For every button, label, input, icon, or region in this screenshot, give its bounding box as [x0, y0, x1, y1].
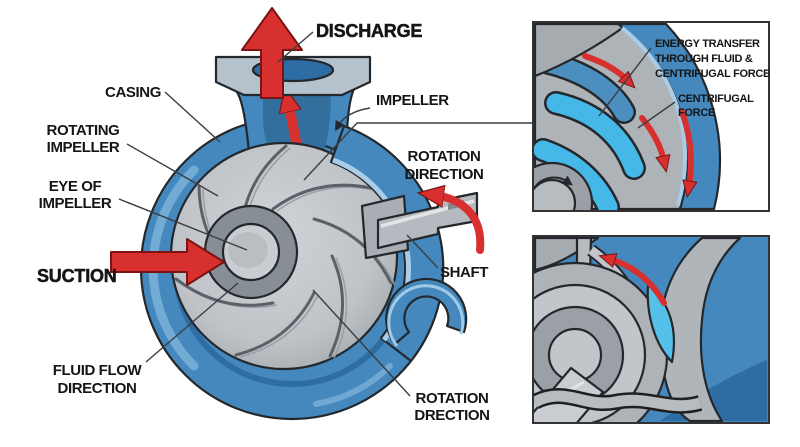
shaft-leader	[406, 234, 439, 269]
inset-flow-arrow-1	[582, 53, 627, 80]
impeller-leader-arrow	[335, 107, 371, 132]
inset-bottom-panel	[532, 235, 770, 424]
inset-flow-arrow-3	[679, 109, 691, 186]
inset2-volute-band	[534, 390, 702, 412]
energy-transfer-label-2: THROUGH FLUID &	[655, 53, 753, 65]
casing-leader	[164, 91, 221, 143]
energy-transfer-label-3: CENTRIFUGAL FORCE	[655, 68, 770, 80]
inset2-rotation-arrow	[610, 259, 667, 306]
volute-channel-cut	[385, 277, 468, 346]
centrifugal-force-label-2: FORCE	[678, 107, 715, 119]
rotation-direction-label-2: DIRECTION	[405, 166, 484, 183]
impeller-label: IMPELLER	[376, 92, 449, 109]
casing-cutaway	[329, 124, 468, 363]
rotating-impeller-label-1: ROTATING	[47, 122, 120, 139]
impeller-assembly	[169, 141, 399, 371]
main-labels: DISCHARGE CASING ROTATING IMPELLER EYE O…	[37, 21, 490, 424]
casing-label: CASING	[105, 84, 161, 101]
rotating-impeller-label-2: IMPELLER	[47, 139, 120, 156]
eye-leader	[118, 198, 248, 251]
leader-lines	[118, 31, 532, 397]
inset-fluid-channel-3	[534, 140, 618, 210]
shaft	[360, 191, 479, 260]
inset-top-panel: ENERGY TRANSFER THROUGH FLUID & CENTRIFU…	[532, 21, 770, 212]
centrifugal-force-label-1: CENTRIFUGAL	[678, 93, 754, 105]
rotation-drection-label-2: DRECTION	[414, 407, 489, 424]
energy-transfer-leader	[598, 47, 652, 117]
rotation-drection-leader	[312, 289, 411, 397]
discharge-flow-arrow	[241, 7, 303, 99]
energy-transfer-label-1: ENERGY TRANSFER	[655, 38, 760, 50]
inset-flow-arrow-2	[639, 115, 664, 161]
discharge-leader	[277, 31, 314, 63]
eye-of-impeller-label-1: EYE OF	[49, 178, 102, 195]
inset-hub-rotation-arrow	[534, 175, 573, 191]
rotating-impeller-leader	[126, 143, 219, 197]
inset-fluid-channel-2	[546, 93, 644, 178]
suction-label: SUCTION	[37, 266, 117, 286]
shaft-label: SHAFT	[440, 264, 488, 281]
rotation-direction-label-1: ROTATION	[408, 148, 481, 165]
suction-flow-arrow	[110, 238, 225, 286]
discharge-label: DISCHARGE	[316, 21, 422, 41]
fluid-flow-leader	[145, 282, 239, 363]
centrifugal-force-leader	[637, 101, 676, 129]
fluid-flow-label-2: DIRECTION	[58, 380, 137, 397]
rotation-drection-label-1: ROTATION	[416, 390, 489, 407]
eye-of-impeller-label-2: IMPELLER	[39, 195, 112, 212]
shaft-rotation-arrow	[434, 195, 485, 254]
inset-callout-line	[303, 122, 532, 181]
fluid-flow-label-1: FLUID FLOW	[53, 362, 143, 379]
